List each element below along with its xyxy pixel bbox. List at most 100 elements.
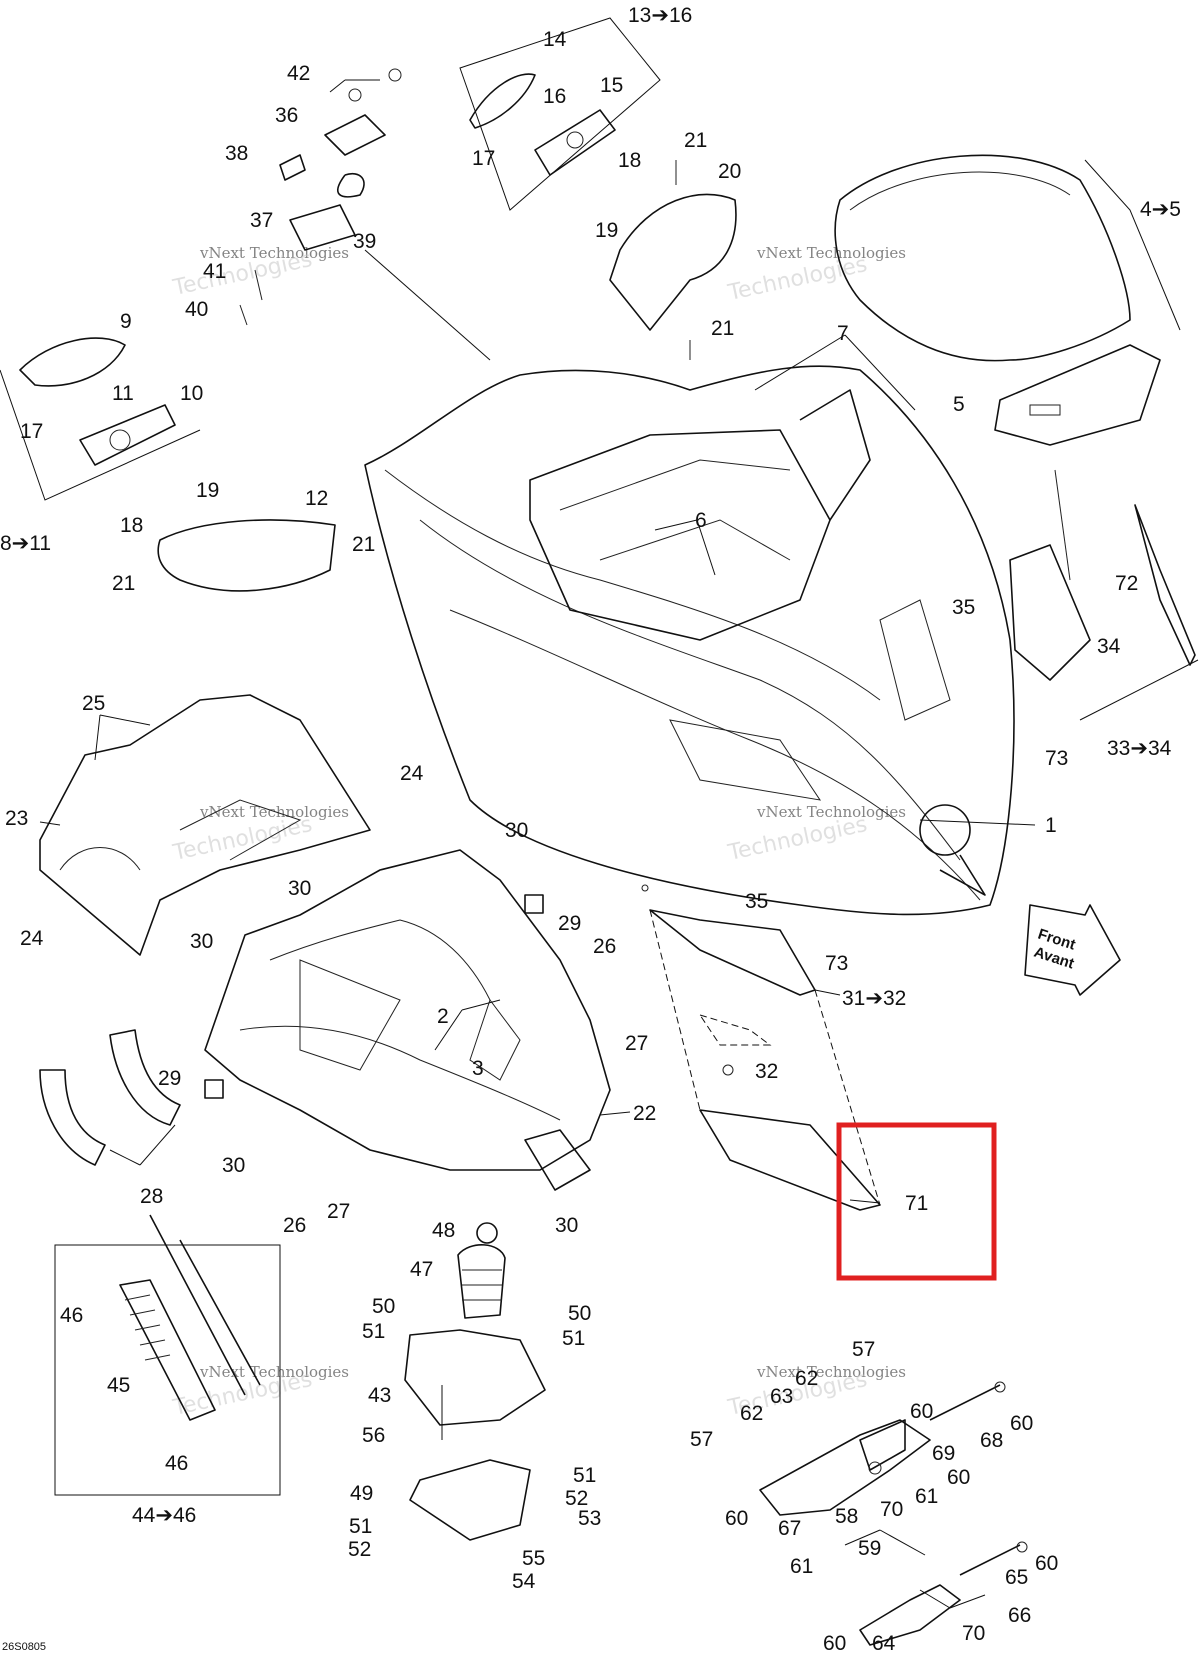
callout-42: 42 [287,62,310,85]
callout-70b: 70 [962,1622,985,1645]
svg-text:vNext Technologies: vNext Technologies [756,1363,906,1381]
callout-38: 38 [225,142,248,165]
callout-41: 41 [203,260,226,283]
callout-2: 2 [437,1005,449,1028]
callout-36: 36 [275,104,298,127]
svg-text:vNext Technologies: vNext Technologies [756,244,906,262]
hood-part-1 [364,365,1015,916]
callout-62a: 62 [795,1367,818,1390]
callout-65: 65 [1005,1566,1028,1589]
callout-18b: 18 [120,514,143,537]
callout-53: 53 [578,1507,601,1530]
callout-1: 1 [1045,814,1057,837]
callout-57b: 57 [690,1428,713,1451]
callout-24a: 24 [400,762,424,785]
callout-13-16: 13➔16 [628,4,692,27]
leader-lines [39,79,1036,1609]
callout-30b: 30 [288,877,311,900]
callout-25: 25 [82,692,105,715]
callout-45: 45 [107,1374,130,1397]
switch-assembly [239,68,402,326]
bracket-13-16 [459,17,661,211]
callout-54: 54 [512,1570,536,1593]
callout-27a: 27 [625,1032,648,1055]
callout-35b: 35 [745,890,768,913]
callout-72: 72 [1115,572,1138,595]
watermark-top-left: vNext Technologies Technologies [170,244,349,301]
callout-46a: 46 [60,1304,83,1327]
steering-bracket-part-64 [859,1541,1028,1646]
callout-50b: 50 [568,1302,591,1325]
callout-17b: 17 [20,420,43,443]
callout-57a: 57 [852,1338,875,1361]
callout-12: 12 [305,487,328,510]
callout-71: 71 [905,1192,928,1215]
callout-26a: 26 [593,935,616,958]
callout-18a: 18 [618,149,641,172]
callout-15: 15 [600,74,623,97]
side-vent-part-72 [1009,469,1196,681]
callout-64: 64 [872,1632,896,1653]
bracket-8-11 [0,369,201,501]
dash-cover-part-23 [39,694,371,956]
callout-46b: 46 [165,1452,188,1475]
callout-16: 16 [543,85,566,108]
callout-21a: 21 [684,129,707,152]
callout-23: 23 [5,807,28,830]
callout-60f: 60 [823,1632,846,1653]
front-direction-arrow: Front Avant [1024,904,1121,996]
callout-37: 37 [250,209,273,232]
callout-28: 28 [140,1185,163,1208]
callout-30e: 30 [555,1214,578,1237]
callout-63: 63 [770,1385,793,1408]
bracket-33-34 [1079,659,1199,721]
callout-61b: 61 [790,1555,813,1578]
callout-34: 34 [1097,635,1121,658]
callout-7: 7 [837,322,849,345]
callout-44-46: 44➔46 [132,1504,196,1527]
highlight-box [836,1122,997,1281]
callout-30d: 30 [222,1154,245,1177]
callout-61a: 61 [915,1485,938,1508]
windshield-part-4 [834,154,1161,446]
callout-60c: 60 [725,1507,748,1530]
callout-68: 68 [980,1429,1003,1452]
strap-part-28 [39,894,544,1166]
callout-60e: 60 [1035,1552,1058,1575]
svg-text:vNext Technologies: vNext Technologies [199,1363,349,1381]
callout-8-11: 8➔11 [0,532,51,555]
group-box-44-46 [54,1244,281,1496]
callout-56: 56 [362,1424,385,1447]
console-frame-part-22 [204,849,611,1191]
mirror-left-part-9 [19,337,336,592]
vent-grille-part-31 [641,884,881,1211]
callout-labels: 13➔16 14 15 16 17 18 19 42 36 38 37 39 4… [0,4,1181,1653]
callout-62b: 62 [740,1402,763,1425]
callout-60a: 60 [910,1400,933,1423]
callout-19a: 19 [595,219,618,242]
watermark-mid-right: vNext Technologies Technologies [725,803,906,866]
steering-bracket-part-67 [759,1381,1006,1516]
callout-6: 6 [695,509,707,532]
callout-43: 43 [368,1384,391,1407]
callout-50a: 50 [372,1295,395,1318]
drawing-reference: 26S0805 [2,1641,46,1653]
callout-55: 55 [522,1547,545,1570]
svg-text:vNext Technologies: vNext Technologies [199,803,349,821]
callout-24b: 24 [20,927,44,950]
callout-52a: 52 [565,1487,588,1510]
callout-51c: 51 [573,1464,596,1487]
callout-11: 11 [112,382,134,405]
watermark-top-right: vNext Technologies Technologies [725,244,906,306]
callout-59: 59 [858,1537,881,1560]
watermark-bottom-left: vNext Technologies Technologies [170,1363,349,1421]
callout-39: 39 [353,230,376,253]
callout-66: 66 [1008,1604,1031,1627]
callout-69: 69 [932,1442,955,1465]
callout-21d: 21 [352,533,375,556]
callout-29a: 29 [558,912,581,935]
callout-35a: 35 [952,596,975,619]
callout-48: 48 [432,1219,455,1242]
callout-33-34: 33➔34 [1107,737,1172,760]
callout-30a: 30 [505,819,528,842]
